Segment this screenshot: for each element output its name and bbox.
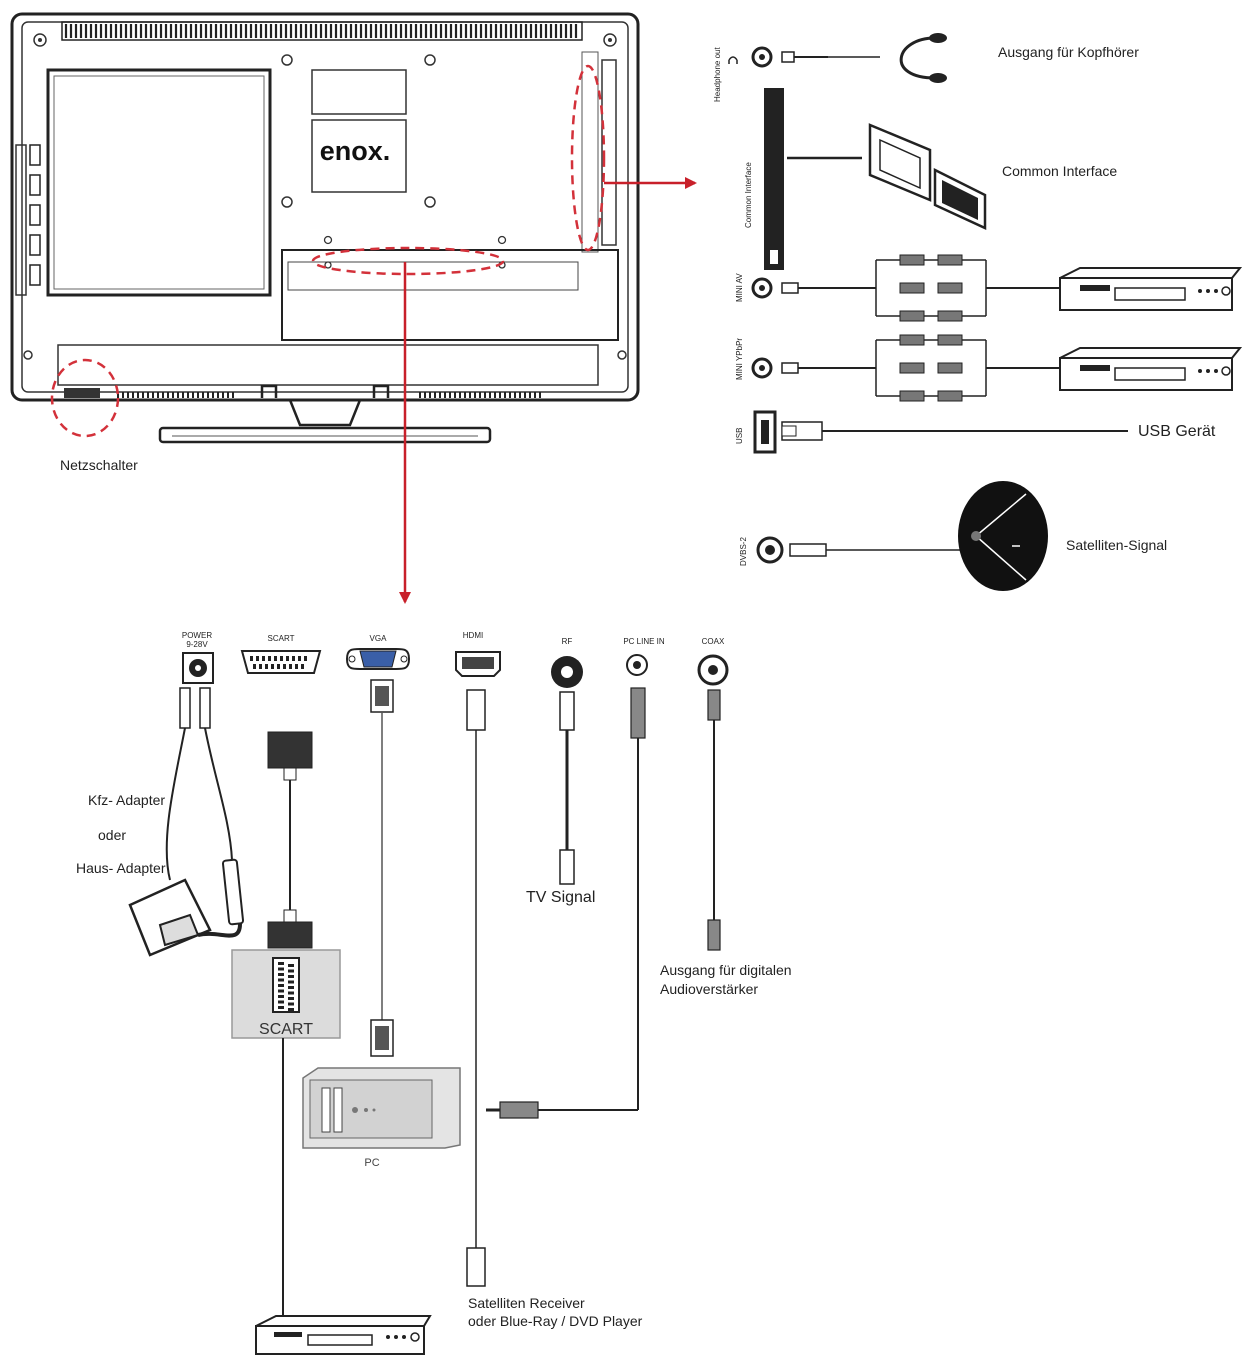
audio-output-label-line1: Ausgang für digitalen [660, 962, 792, 978]
receiver-label-line1: Satelliten Receiver [468, 1295, 585, 1311]
usb-port-label: USB [735, 428, 744, 444]
usb-geraet-label: USB Gerät [1138, 423, 1216, 440]
dvd-player-icon [1059, 267, 1243, 311]
oder-label: oder [98, 827, 126, 843]
side-port-panel: Headphone out Ausgang für Kopfhörer Comm… [713, 33, 1243, 591]
pc-icon [302, 1067, 461, 1149]
dvd-player-icon [1059, 347, 1243, 391]
scart-port-label: SCART [268, 634, 295, 643]
audio-output-label-line2: Audioverstärker [660, 981, 758, 997]
rf-port-label: RF [562, 637, 573, 646]
scart-port-icon [240, 650, 322, 674]
brand-logo: enox. [320, 136, 391, 166]
ci-label: Common Interface [1002, 163, 1117, 179]
pc-line-in-port-label: PC LINE IN [623, 637, 665, 646]
dvbs2-port-label: DVBS-2 [739, 537, 748, 566]
rca-cable-group-ypbpr [875, 334, 987, 402]
mini-ypbpr-port-label: MINI YPbPr [735, 338, 744, 380]
tv-signal-label: TV Signal [526, 889, 595, 906]
power-port-label: POWER [182, 631, 212, 640]
bottom-vent [117, 392, 541, 398]
headphone-symbol-icon [728, 56, 738, 64]
hdmi-port-label: HDMI [463, 631, 483, 640]
ci-module-icon [868, 123, 987, 230]
side-buttons [29, 144, 41, 286]
coax-port-label: COAX [702, 637, 725, 646]
dvd-player-icon [255, 1315, 432, 1355]
kfz-adapter-label: Kfz- Adapter [88, 792, 165, 808]
top-vent-grille [61, 21, 583, 41]
ci-slot [764, 88, 784, 270]
haus-adapter-label: Haus- Adapter [76, 860, 166, 876]
vga-port-icon [359, 650, 397, 668]
ci-port-label: Common Interface [744, 162, 753, 228]
kopfhoerer-label: Ausgang für Kopfhörer [998, 44, 1139, 60]
bottom-port-panel: POWER 9-28V SCART VGA HDMI RF PC LINE IN… [76, 631, 792, 1355]
scart-plug-icon [267, 731, 313, 769]
tv-back-panel: enox. [10, 12, 640, 402]
receiver-label-line2: oder Blue-Ray / DVD Player [468, 1313, 643, 1329]
scart-box-label: SCART [259, 1021, 313, 1038]
side-ports-highlight [570, 64, 606, 252]
hdmi-plug-icon [466, 689, 486, 731]
satelliten-signal-label: Satelliten-Signal [1066, 537, 1167, 553]
headphones-icon [828, 33, 947, 83]
netzschalter-label: Netzschalter [60, 457, 138, 473]
wall-socket-icon [128, 878, 242, 957]
satellite-dish-icon [958, 481, 1048, 591]
pc-label: PC [364, 1157, 379, 1169]
mini-av-port-label: MINI AV [735, 273, 744, 302]
rca-cable-group-av [875, 254, 987, 322]
power-switch-highlight [50, 358, 120, 438]
headphone-port-label: Headphone out [713, 47, 722, 102]
vga-port-label: VGA [370, 634, 388, 643]
power-voltage-label: 9-28V [186, 640, 208, 649]
bottom-ports-highlight [311, 246, 505, 276]
tv-stand [158, 399, 492, 444]
